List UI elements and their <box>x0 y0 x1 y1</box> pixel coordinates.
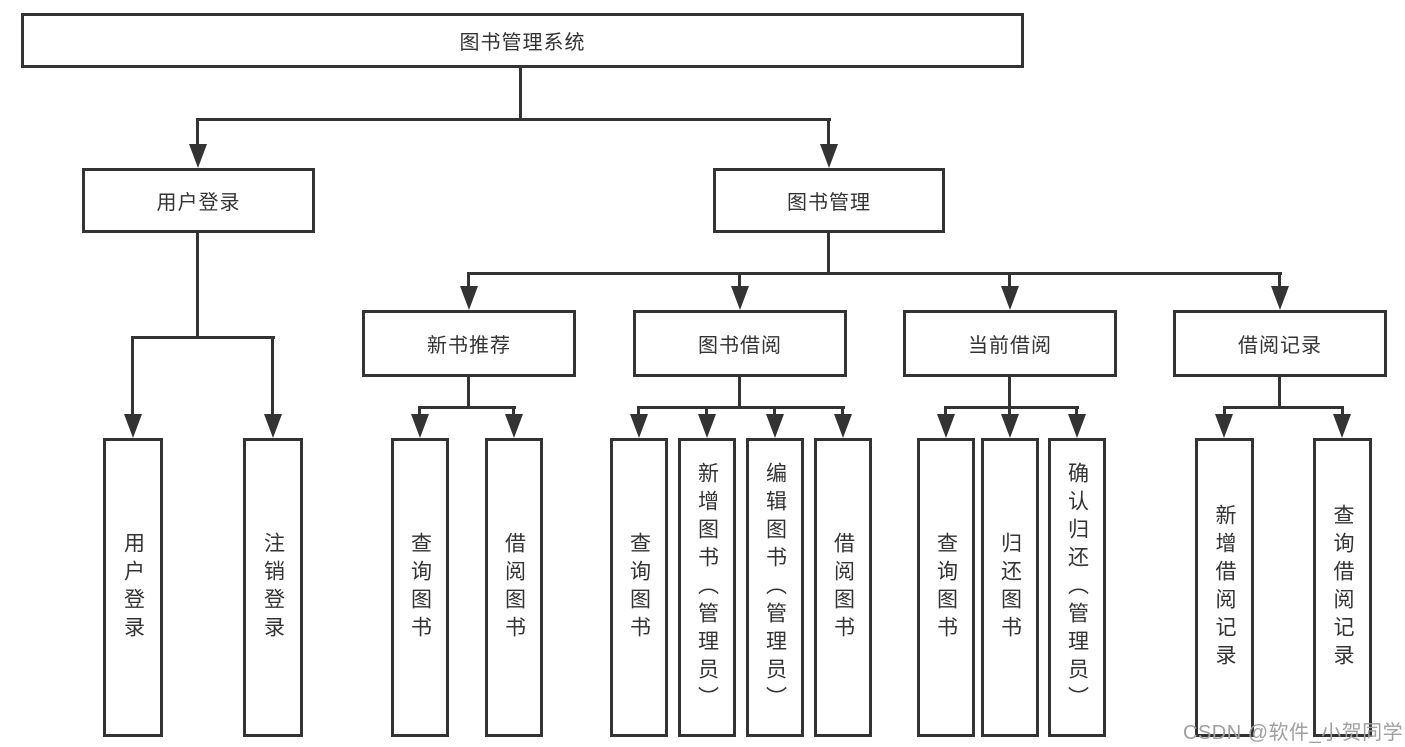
leaf-add-book-admin: 新增图书（管理员） <box>678 438 736 737</box>
node-current-borrowing: 当前借阅 <box>903 310 1117 377</box>
connector-leaf-drop <box>1075 406 1078 420</box>
arrowhead-down-icon <box>1215 414 1233 438</box>
connector-user-login-stem <box>196 233 199 339</box>
connector-level3-drop <box>1278 272 1281 290</box>
arrowhead-down-icon <box>698 414 716 438</box>
connector-level3-drop <box>1008 272 1011 290</box>
arrowhead-down-icon <box>766 414 784 438</box>
arrowhead-down-icon <box>1333 414 1351 438</box>
arrowhead-down-icon <box>124 414 142 438</box>
leaf-borrow-books-borrowing: 借阅图书 <box>814 438 872 737</box>
connector-leaf-drop <box>418 406 421 420</box>
connector-leaf-drop <box>271 336 274 418</box>
connector-l3-stem <box>738 377 741 408</box>
connector-leaf-drop <box>1008 406 1011 420</box>
arrowhead-down-icon <box>264 414 282 438</box>
connector-l3-stem <box>467 377 470 408</box>
connector-level3-drop <box>738 272 741 290</box>
node-user-login: 用户登录 <box>82 168 315 233</box>
node-library-management-system: 图书管理系统 <box>21 13 1024 68</box>
connector-leaf-drop <box>1223 406 1226 420</box>
arrowhead-down-icon <box>834 414 852 438</box>
arrowhead-down-icon <box>731 286 749 310</box>
leaf-add-borrow-record: 新增借阅记录 <box>1195 438 1254 737</box>
connector-leaf-hsplit <box>944 406 1079 409</box>
connector-leaf-drop <box>841 406 844 420</box>
arrowhead-down-icon <box>1001 414 1019 438</box>
connector-book-mgmt-stem <box>827 233 830 274</box>
leaf-edit-book-admin: 编辑图书（管理员） <box>746 438 804 737</box>
connector-leaf-drop <box>773 406 776 420</box>
connector-leaf-drop <box>944 406 947 420</box>
connector-l3-stem <box>1278 377 1281 408</box>
leaf-logout: 注销登录 <box>243 438 303 737</box>
connector-user-login-drop <box>196 118 199 148</box>
arrowhead-down-icon <box>1068 414 1086 438</box>
arrowhead-down-icon <box>505 414 523 438</box>
leaf-query-borrow-record: 查询借阅记录 <box>1313 438 1372 737</box>
node-book-borrowing: 图书借阅 <box>633 310 847 377</box>
node-borrowing-records: 借阅记录 <box>1173 310 1387 377</box>
leaf-return-book: 归还图书 <box>981 438 1039 737</box>
leaf-query-books-recommend: 查询图书 <box>391 438 449 737</box>
leaf-borrow-books-recommend: 借阅图书 <box>485 438 543 737</box>
arrowhead-down-icon <box>820 144 838 168</box>
node-book-management: 图书管理 <box>713 168 945 233</box>
connector-user-login-hsplit <box>131 336 275 339</box>
arrowhead-down-icon <box>937 414 955 438</box>
connector-book-mgmt-drop <box>827 118 830 148</box>
leaf-query-books-current: 查询图书 <box>917 438 975 737</box>
connector-leaf-hsplit <box>418 406 516 409</box>
arrowhead-down-icon <box>630 414 648 438</box>
connector-leaf-drop <box>1341 406 1344 420</box>
leaf-user-login: 用户登录 <box>103 438 163 737</box>
connector-l3-stem <box>1008 377 1011 408</box>
connector-leaf-drop <box>512 406 515 420</box>
connector-root-stem <box>519 68 522 118</box>
watermark-text: CSDN @软件_小贺同学 <box>1183 722 1404 744</box>
connector-root-hsplit <box>196 118 831 121</box>
arrowhead-down-icon <box>1001 286 1019 310</box>
connector-level3-hsplit <box>467 272 1282 275</box>
connector-leaf-drop <box>637 406 640 420</box>
arrowhead-down-icon <box>460 286 478 310</box>
connector-leaf-hsplit <box>1223 406 1344 409</box>
connector-leaf-drop <box>131 336 134 418</box>
leaf-query-books-borrowing: 查询图书 <box>610 438 668 737</box>
connector-leaf-hsplit <box>637 406 845 409</box>
arrowhead-down-icon <box>189 144 207 168</box>
connector-leaf-drop <box>705 406 708 420</box>
connector-level3-drop <box>467 272 470 290</box>
node-new-book-recommend: 新书推荐 <box>362 310 576 377</box>
arrowhead-down-icon <box>1271 286 1289 310</box>
leaf-confirm-return-admin: 确认归还（管理员） <box>1048 438 1106 737</box>
arrowhead-down-icon <box>411 414 429 438</box>
